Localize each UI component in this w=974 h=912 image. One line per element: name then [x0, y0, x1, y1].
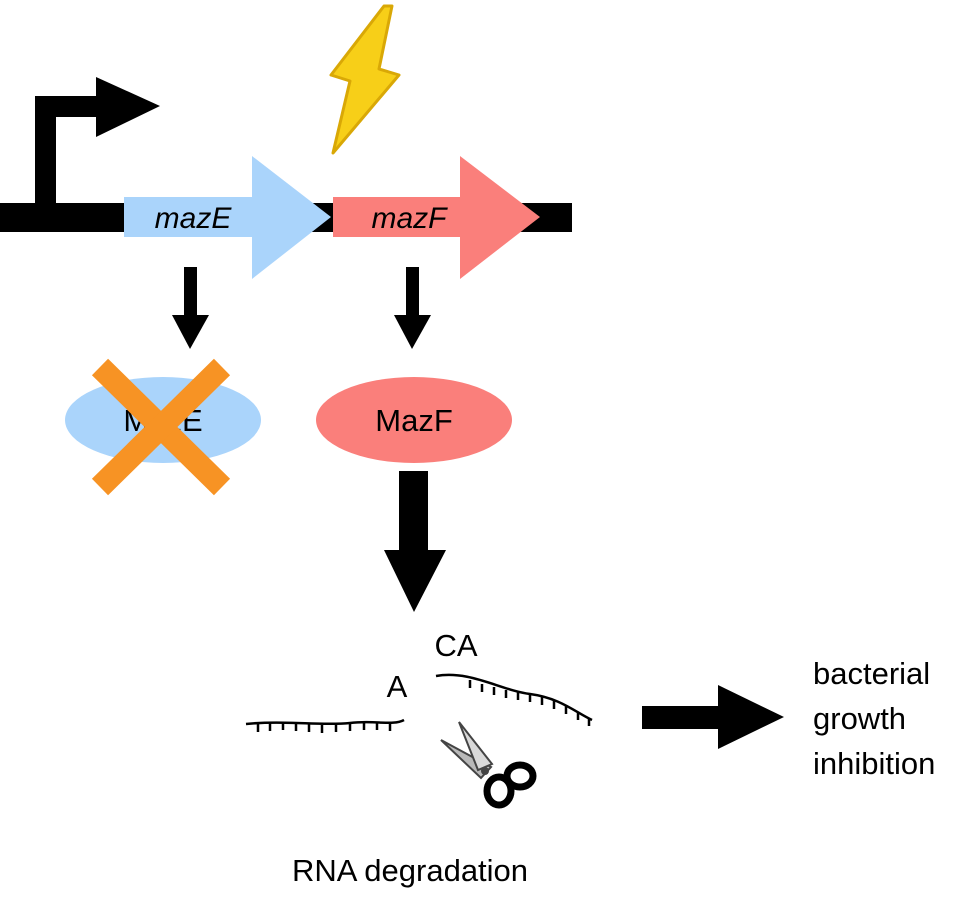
expression-arrow-mazF [394, 267, 431, 349]
rna-fragment-right [435, 673, 593, 726]
inactivation-cross-icon [91, 358, 231, 496]
gene-mazF-label: mazF [372, 202, 449, 235]
scissors-icon [440, 721, 537, 809]
protein-MazE: MazE [65, 358, 261, 496]
protein-MazF: MazF [316, 377, 512, 463]
outcome-arrow [642, 685, 784, 749]
outcome-line-1: bacterial [813, 656, 930, 691]
protein-MazF-label: MazF [375, 403, 453, 438]
protein-MazF-shape [316, 377, 512, 463]
rna-fragment-right-start-label: CA [434, 628, 477, 663]
gene-mazF-arrow [333, 156, 540, 279]
gene-mazF: mazF [333, 156, 540, 279]
promoter-arrow-icon [35, 77, 160, 210]
gene-mazE-label: mazE [155, 202, 233, 235]
rna-degradation-caption: RNA degradation [292, 853, 528, 888]
outcome-text: bacterial growth inhibition [813, 656, 935, 781]
gene-mazE-arrow [124, 156, 331, 279]
expression-arrow-mazE [172, 267, 209, 349]
rna-fragment-left-end-label: A [387, 669, 408, 704]
outcome-line-3: inhibition [813, 746, 935, 781]
rna-fragment-left [245, 718, 405, 733]
gene-mazE: mazE [124, 156, 331, 279]
mazf-action-arrow [384, 471, 446, 612]
outcome-line-2: growth [813, 701, 906, 736]
lightning-bolt-icon [329, 4, 401, 155]
